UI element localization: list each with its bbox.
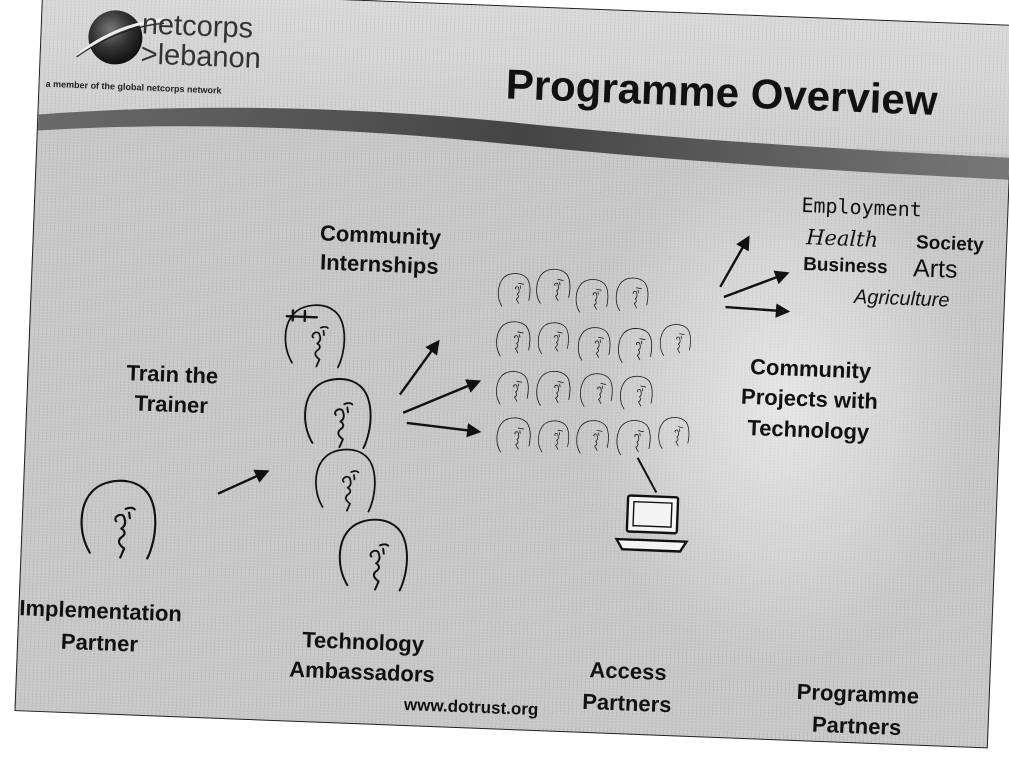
person-head-icon	[302, 376, 374, 450]
slide: netcorps >lebanon a member of the global…	[14, 0, 1009, 749]
illustration	[79, 235, 791, 592]
person-head-icon	[337, 517, 410, 592]
arrow-icon	[398, 339, 440, 396]
wave-band	[37, 107, 1009, 180]
laptop-icon	[614, 457, 689, 553]
person-head-icon	[79, 478, 158, 560]
arrow-icon	[406, 421, 482, 438]
crowd-of-people	[495, 268, 692, 457]
arrow-icon	[217, 469, 270, 495]
arrow-icon	[723, 270, 790, 299]
arrow-icon	[719, 235, 750, 288]
person-with-glasses-icon	[283, 303, 347, 369]
arrow-icon	[725, 303, 791, 318]
person-head-icon	[313, 447, 378, 513]
netcorps-globe-icon	[76, 10, 167, 65]
arrow-icon	[402, 379, 482, 414]
